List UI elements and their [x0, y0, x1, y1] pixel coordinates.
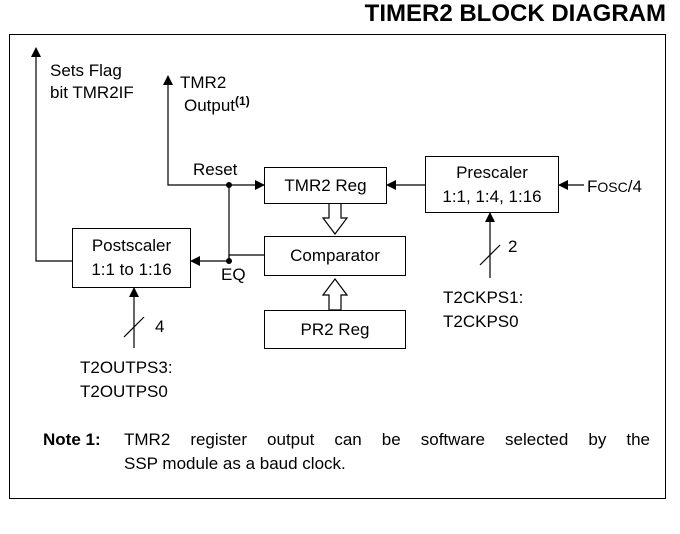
comparator-block: Comparator: [264, 236, 406, 276]
postscaler-block: Postscaler 1:1 to 1:16: [72, 228, 191, 288]
diagram-title: TIMER2 BLOCK DIAGRAM: [364, 0, 666, 27]
fosc-label: FOSC/4: [587, 177, 642, 196]
sets-flag-wire: [31, 47, 72, 262]
sets-flag-label: Sets Flag bit TMR2IF: [50, 61, 134, 102]
tmr2-output-label: TMR2 Output(1): [180, 73, 250, 115]
prescaler-block: Prescaler 1:1, 1:4, 1:16: [425, 156, 559, 213]
junction-dot-reset: [226, 182, 232, 188]
prescale-select-label: T2CKPS1: T2CKPS0: [443, 288, 524, 331]
prescaler-ratio: 1:1, 1:4, 1:16: [442, 186, 542, 206]
pr2-to-comparator-arrow: [321, 278, 349, 311]
footnote: Note 1: TMR2 register output can be soft…: [43, 428, 650, 476]
comparator-label: Comparator: [290, 246, 380, 265]
eq-label: EQ: [221, 265, 246, 284]
junction-dot-eq: [226, 258, 232, 264]
footnote-line1: TMR2 register output can be software sel…: [124, 430, 650, 449]
diagram-frame: [9, 34, 666, 499]
prescaler-label: Prescaler: [456, 162, 528, 182]
pr2-reg-block: PR2 Reg: [264, 310, 406, 349]
pr2-reg-label: PR2 Reg: [300, 319, 370, 339]
postscale-bus-slash: [123, 316, 145, 338]
postscaler-ratio: 1:1 to 1:16: [91, 260, 172, 279]
postscale-bits-label: 4: [155, 317, 165, 336]
prescale-bus-slash: [479, 244, 501, 266]
prescale-bits-label: 2: [508, 237, 518, 256]
postscaler-label: Postscaler: [91, 236, 172, 255]
tmr2-output-wire: [163, 75, 229, 186]
footnote-head: Note 1:: [43, 430, 101, 449]
tmr2-reg-block: TMR2 Reg: [264, 167, 387, 204]
reset-label: Reset: [193, 160, 238, 179]
postscale-select-label: T2OUTPS3: T2OUTPS0: [80, 358, 173, 401]
footnote-line2: SSP module as a baud clock.: [124, 454, 346, 473]
tmr2-to-comparator-arrow: [321, 202, 349, 235]
tmr2-reg-label: TMR2 Reg: [284, 175, 367, 195]
